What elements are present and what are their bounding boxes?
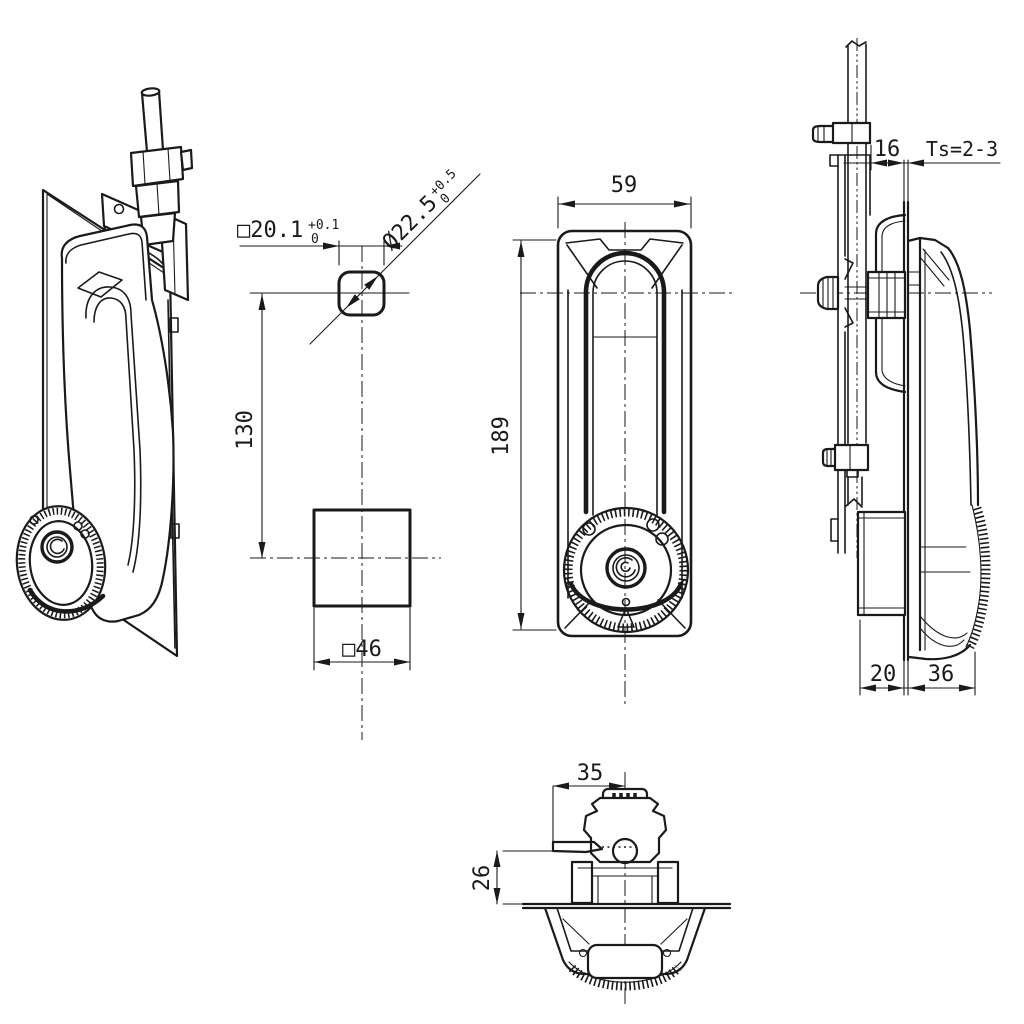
rod-iso	[140, 89, 165, 154]
dim-hole-square-tol-upper: +0.1	[308, 218, 339, 233]
dim-cam-height: 26	[470, 865, 495, 892]
latch-cam-arm	[551, 840, 604, 854]
knob-bottom	[586, 943, 664, 980]
knurl-front	[564, 508, 688, 632]
rod-guide-lower	[833, 443, 870, 472]
dim-front-height: 189	[489, 416, 514, 456]
dim-cutout-square: □46	[342, 637, 382, 662]
bottom-view: 35 26	[470, 761, 732, 1008]
cam-hole	[611, 837, 639, 865]
front-view: 59 189	[489, 173, 732, 705]
square-hole	[337, 270, 386, 317]
mounting-panel	[521, 902, 732, 910]
dim-hole-diameter-tol-lower: 0	[438, 191, 454, 207]
dim-rod-offset: 16	[874, 137, 901, 162]
dim-hole-square: □20.1	[237, 218, 303, 243]
key-cylinder-iso	[40, 530, 74, 564]
dim-depth-behind: 20	[870, 662, 897, 687]
dim-panel-thickness: Ts=2-3	[926, 137, 998, 161]
cutout-view: Ø22.5 +0.5 0 □20.1 +0.1 0 130 □46	[233, 167, 481, 740]
locking-rod	[845, 40, 867, 124]
bracket-hole-icon	[113, 203, 125, 215]
isometric-view	[15, 87, 194, 658]
lock-case	[856, 510, 907, 617]
key-cylinder-front	[605, 547, 647, 589]
dim-cam-offset: 35	[577, 761, 604, 786]
knurl-side	[966, 506, 991, 650]
bolt-icon	[821, 447, 837, 468]
cam-plate	[837, 154, 846, 554]
knob-front	[562, 506, 690, 634]
dim-protrusion-front: 36	[928, 662, 955, 687]
side-view: 16 Ts=2-3	[800, 38, 1001, 696]
dim-hole-spacing: 130	[233, 410, 258, 450]
bolt-icon	[811, 124, 835, 144]
handle-front-body	[556, 229, 693, 638]
handle-recess-arch	[583, 250, 667, 515]
dim-hole-square-tol-lower: 0	[311, 232, 319, 247]
keyhole-icon	[615, 557, 636, 578]
dim-front-width: 59	[611, 173, 638, 198]
knurl-bottom	[568, 964, 682, 991]
handle-side	[906, 236, 950, 250]
cam-housing	[582, 796, 668, 864]
knurl-iso	[18, 507, 104, 619]
pointer-icon	[617, 607, 635, 628]
keyhole-icon	[49, 538, 65, 555]
